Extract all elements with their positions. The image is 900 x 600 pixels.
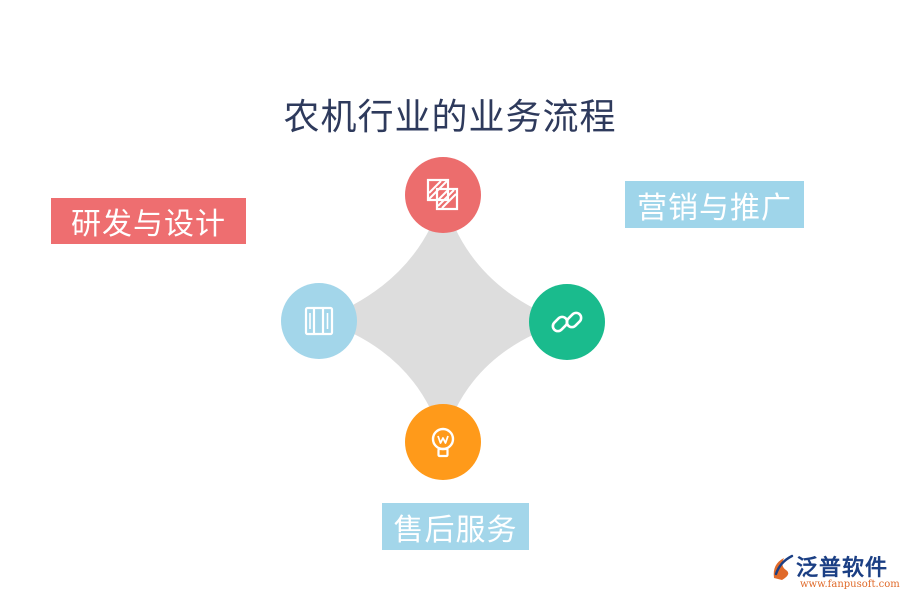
brand-name: 泛普软件	[796, 556, 889, 581]
node-right	[529, 284, 605, 360]
brand-mark-icon	[773, 554, 794, 580]
hatched-squares-icon	[426, 178, 459, 211]
node-bottom	[405, 404, 481, 480]
book-panels-icon	[304, 306, 334, 336]
chain-link-icon	[551, 311, 583, 333]
label-after-sales: 售后服务	[382, 503, 529, 550]
brand-logo: 泛普软件 www.fanpusoft.com	[770, 548, 900, 594]
lightbulb-icon	[431, 427, 455, 458]
brand-url: www.fanpusoft.com	[800, 579, 900, 590]
node-top	[405, 157, 481, 233]
page-title: 农机行业的业务流程	[283, 97, 617, 138]
label-marketing: 营销与推广	[625, 181, 804, 228]
node-left	[281, 283, 357, 359]
label-research-design: 研发与设计	[51, 198, 246, 244]
